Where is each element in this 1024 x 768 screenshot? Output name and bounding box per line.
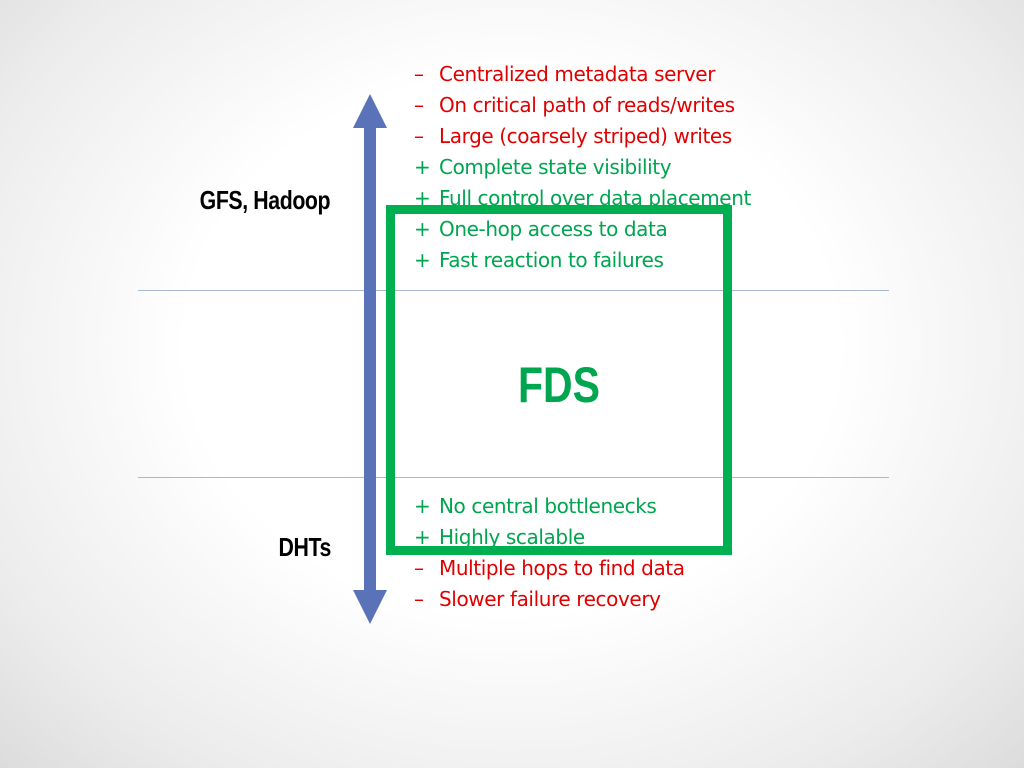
bottom-tradeoff-list: + No central bottlenecks + Highly scalable… — [414, 491, 685, 615]
list-item-text: Centralized metadata server — [439, 62, 716, 86]
bullet-symbol: + — [414, 248, 431, 272]
bullet-symbol: – — [414, 124, 424, 148]
label-dhts: DHTs — [278, 532, 332, 562]
list-item: –Slower failure recovery — [414, 584, 685, 615]
list-item: –Centralized metadata server — [414, 59, 751, 90]
fds-highlight-box — [386, 205, 732, 555]
list-item: –On critical path of reads/writes — [414, 90, 751, 121]
double-arrow-icon — [353, 94, 387, 624]
list-item: + Fast reaction to failures — [414, 245, 751, 276]
list-item-text: No central bottlenecks — [439, 494, 657, 518]
label-gfs-hadoop: GFS, Hadoop — [199, 185, 330, 215]
bullet-symbol: – — [414, 556, 424, 580]
list-item: + Complete state visibility — [414, 152, 751, 183]
list-item: –Large (coarsely striped) writes — [414, 121, 751, 152]
bullet-symbol: – — [414, 93, 424, 117]
bullet-symbol: + — [414, 494, 431, 518]
list-item-text: On critical path of reads/writes — [439, 93, 735, 117]
list-item-text: Highly scalable — [439, 525, 585, 549]
list-item-text: One-hop access to data — [439, 217, 668, 241]
bullet-symbol: – — [414, 62, 424, 86]
list-item-text: Complete state visibility — [439, 155, 672, 179]
list-item-text: Multiple hops to find data — [439, 556, 685, 580]
bullet-symbol: + — [414, 155, 431, 179]
fds-label: FDS — [518, 357, 600, 413]
bullet-symbol: + — [414, 186, 431, 210]
list-item-text: Slower failure recovery — [439, 587, 661, 611]
bullet-symbol: – — [414, 587, 424, 611]
divider-line-bottom — [138, 477, 889, 478]
list-item: –Multiple hops to find data — [414, 553, 685, 584]
bullet-symbol: + — [414, 217, 431, 241]
top-tradeoff-list: –Centralized metadata server –On critica… — [414, 59, 751, 276]
list-item-text: Fast reaction to failures — [439, 248, 664, 272]
divider-line-top — [138, 290, 889, 291]
list-item: + No central bottlenecks — [414, 491, 685, 522]
list-item-text: Large (coarsely striped) writes — [439, 124, 732, 148]
list-item: + Highly scalable — [414, 522, 685, 553]
list-item: + One-hop access to data — [414, 214, 751, 245]
bullet-symbol: + — [414, 525, 431, 549]
